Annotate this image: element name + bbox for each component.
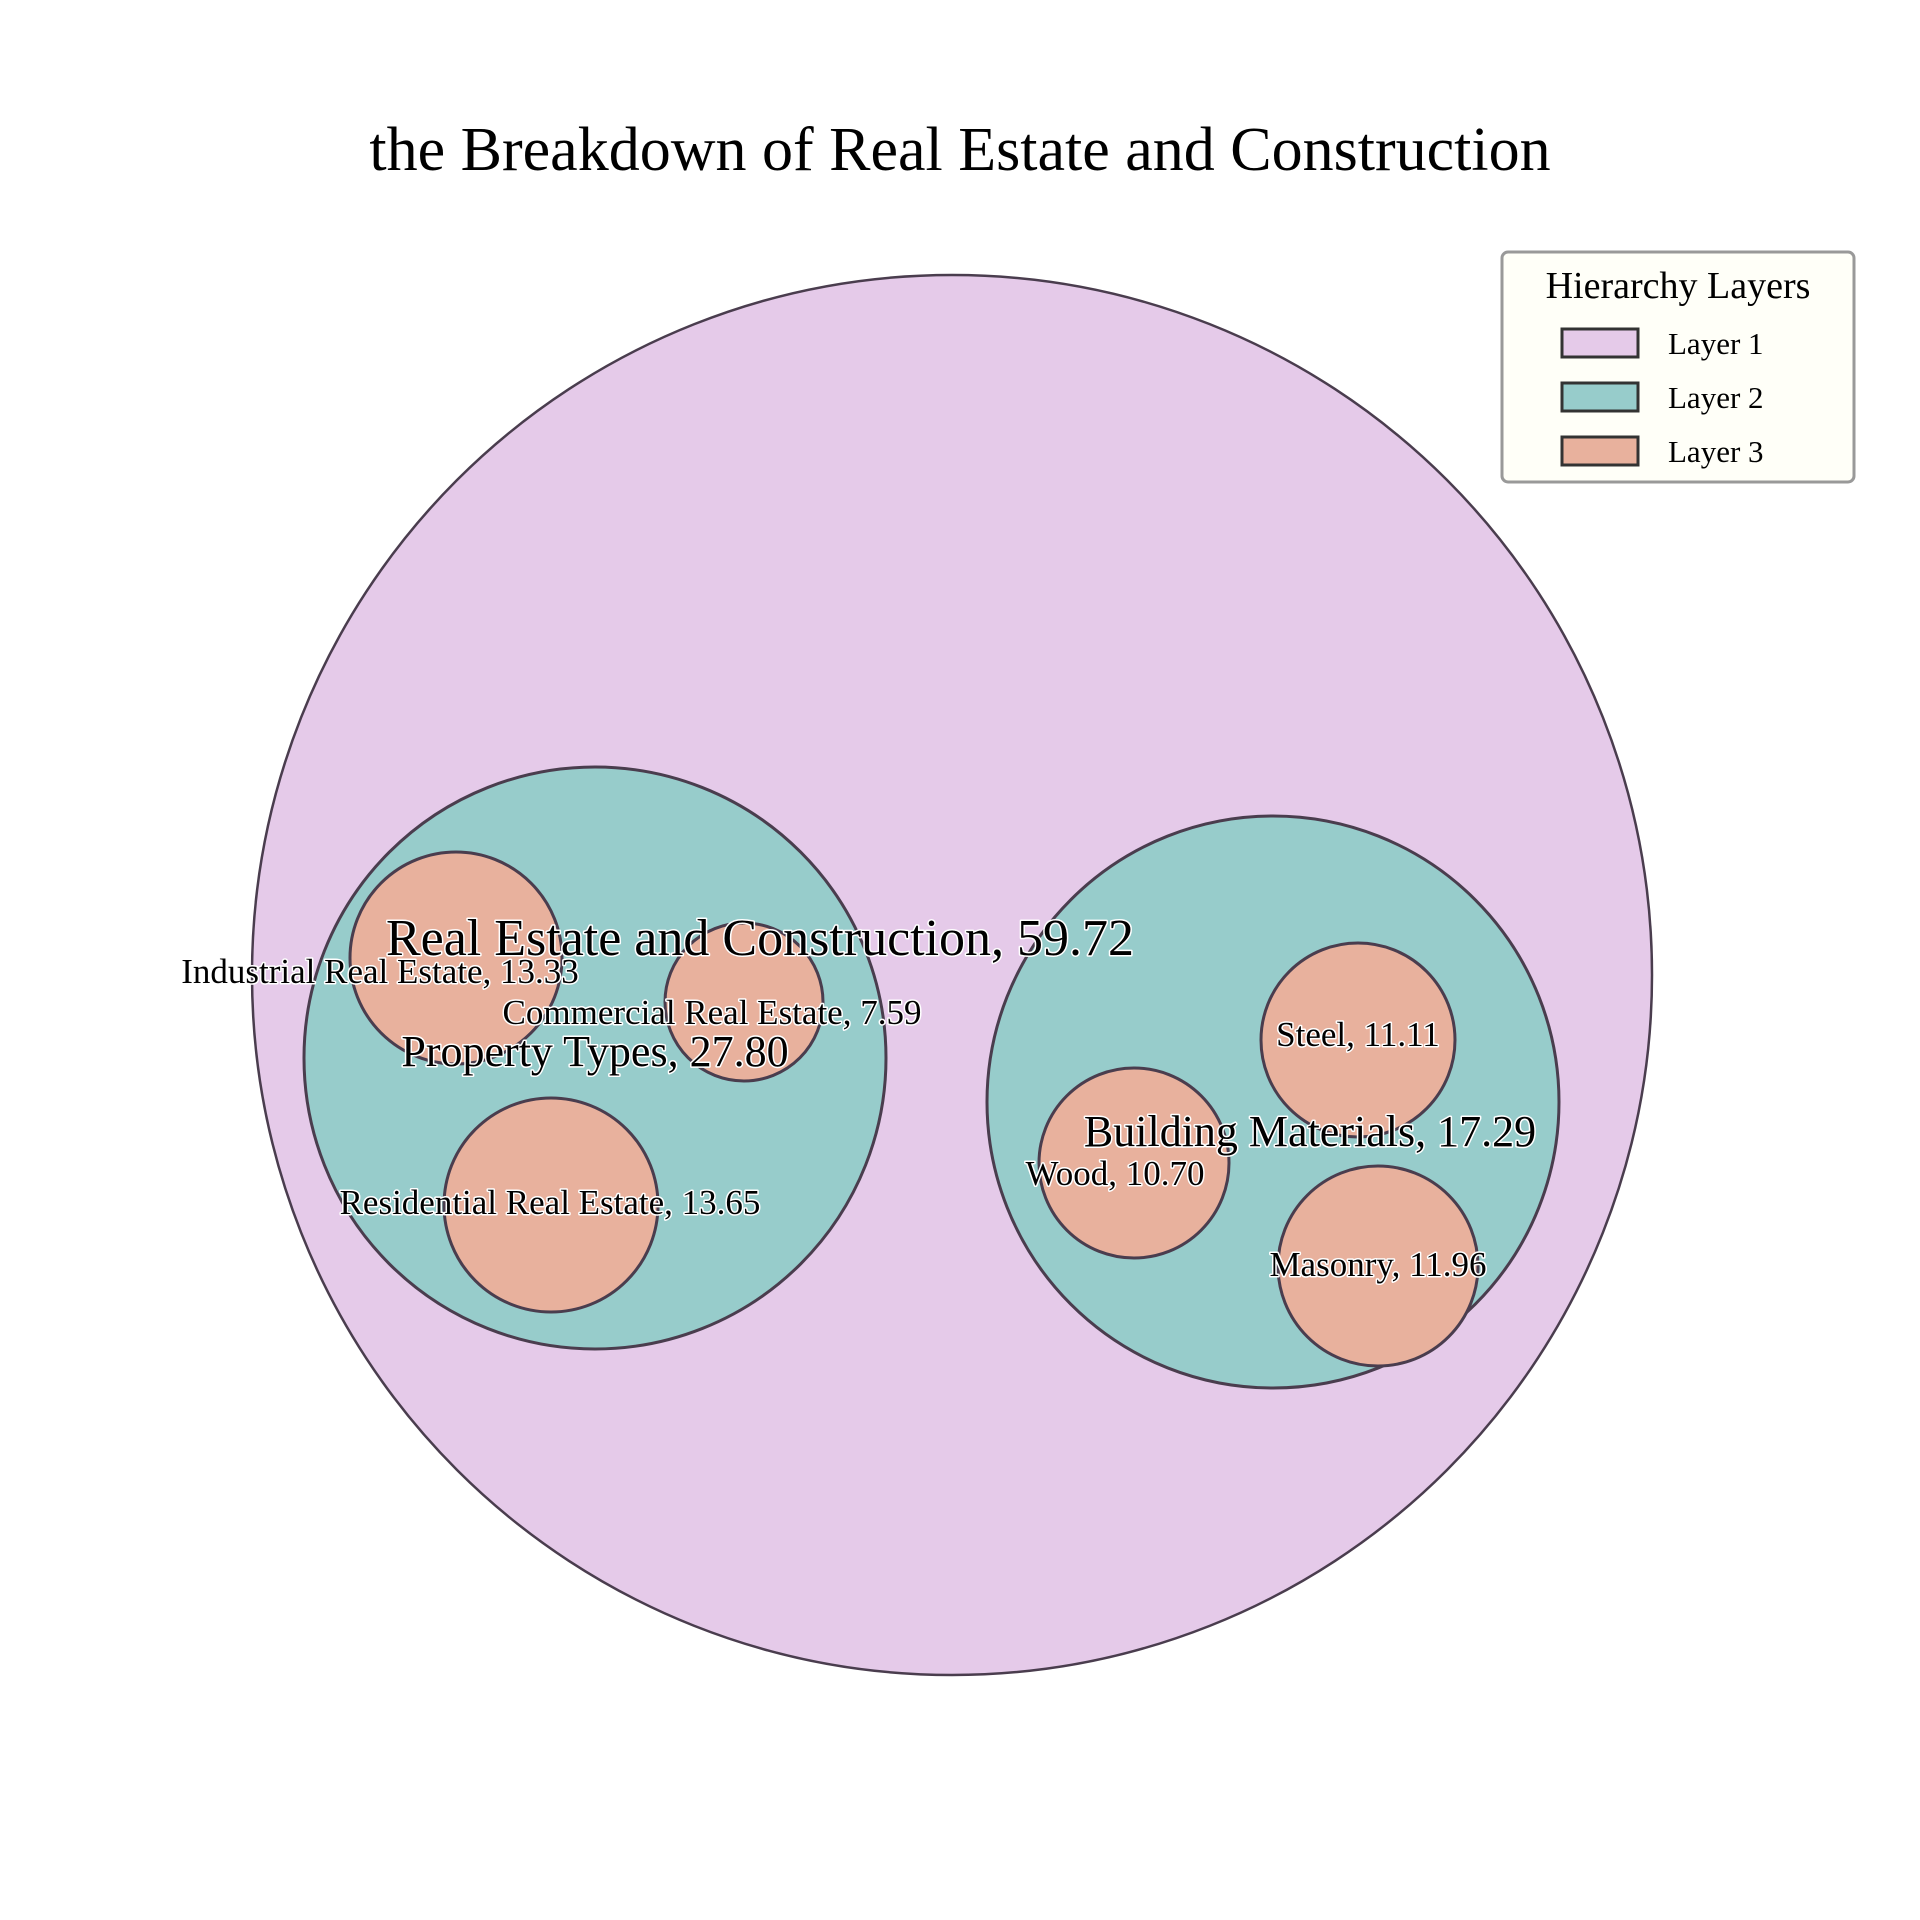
circle-residential	[442, 1096, 660, 1314]
legend: Hierarchy Layers Layer 1 Layer 2 Layer 3	[1500, 250, 1856, 484]
legend-label-layer-2: Layer 2	[1668, 380, 1764, 415]
legend-swatch-layer-2	[1560, 381, 1640, 413]
label-industrial: Industrial Real Estate, 13.33	[181, 952, 579, 991]
circle-masonry	[1276, 1164, 1480, 1368]
label-property: Property Types, 27.80	[401, 1027, 788, 1076]
labels-group: Real Estate and Construction, 59.72Prope…	[180, 909, 1538, 1286]
circles-group	[250, 273, 1654, 1677]
legend-title: Hierarchy Layers	[1546, 265, 1811, 307]
circle-commercial	[663, 921, 825, 1083]
label-commercial: Commercial Real Estate, 7.59	[503, 993, 922, 1032]
label-masonry: Masonry, 11.96	[1269, 1245, 1486, 1284]
legend-label-layer-3: Layer 3	[1668, 434, 1764, 469]
circle-industrial	[348, 850, 564, 1066]
chart-title: the Breakdown of Real Estate and Constru…	[369, 116, 1550, 184]
legend-items: Layer 1 Layer 2 Layer 3	[1560, 326, 1764, 469]
label-root: Real Estate and Construction, 59.72	[386, 910, 1134, 967]
circle-steel	[1259, 941, 1457, 1139]
label-materials: Building Materials, 17.29	[1084, 1107, 1536, 1156]
legend-swatch-layer-3	[1560, 435, 1640, 467]
legend-label-layer-1: Layer 1	[1668, 326, 1764, 361]
label-steel: Steel, 11.11	[1276, 1015, 1440, 1054]
label-residential: Residential Real Estate, 13.65	[340, 1183, 761, 1222]
legend-swatch-layer-1	[1560, 327, 1640, 359]
legend-frame	[1500, 250, 1856, 484]
label-wood: Wood, 10.70	[1026, 1154, 1205, 1193]
circle-wood	[1037, 1066, 1231, 1260]
